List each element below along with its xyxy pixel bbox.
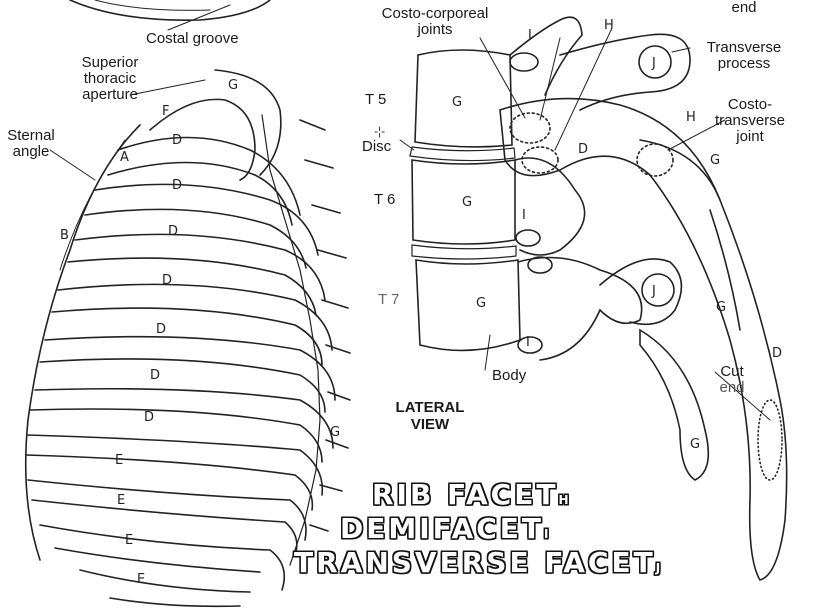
marker-h-2: H	[686, 110, 696, 125]
label-costo-transverse-2: transverse	[700, 113, 800, 129]
marker-i-2: I	[522, 208, 526, 223]
cut-end	[758, 400, 782, 480]
rib-11	[80, 570, 250, 606]
marker-d-1: D	[578, 142, 588, 157]
rib-6	[40, 337, 335, 412]
marker-i-3: I	[526, 335, 530, 350]
label-costo-corporeal-2: joints	[370, 22, 500, 38]
rib-9	[28, 480, 306, 552]
label-view: VIEW	[380, 417, 480, 433]
label-sternal-angle-2: angle	[0, 144, 62, 160]
marker-a: A	[120, 150, 129, 165]
label-costo-transverse-3: joint	[700, 129, 800, 145]
label-t7: T 7	[378, 292, 399, 308]
marker-b: B	[60, 228, 69, 243]
marker-e-4: E	[137, 572, 145, 587]
label-costo-corporeal: Costo-corporeal	[370, 6, 500, 22]
vertebra-t5	[415, 50, 512, 147]
disc	[410, 147, 515, 161]
title-demifacet: DEMIFACETI	[340, 512, 548, 545]
label-end-top: end	[694, 0, 794, 16]
marker-g-6: G	[690, 437, 700, 452]
label-transverse-process: Transverse	[694, 40, 794, 56]
disc-marker-icon: -¦-	[374, 124, 385, 138]
rib-3	[85, 184, 318, 268]
marker-g-3: G	[476, 296, 486, 311]
label-transverse-process-2: process	[694, 56, 794, 72]
label-t5: T 5	[365, 92, 386, 108]
label-body: Body	[492, 368, 526, 384]
marker-d-4: D	[172, 178, 182, 193]
marker-g-2: G	[462, 195, 472, 210]
marker-g-4: G	[710, 153, 720, 168]
label-lateral: LATERAL	[380, 400, 480, 416]
marker-d-3: D	[172, 133, 182, 148]
demifacet-top	[510, 53, 538, 71]
label-cut-end: Cut	[702, 364, 762, 380]
marker-g-8: G	[330, 425, 340, 440]
marker-d-7: D	[156, 322, 166, 337]
rib-cage	[26, 70, 350, 606]
rib-4	[68, 234, 325, 315]
label-costo-transverse: Costo-	[700, 97, 800, 113]
marker-d-8: D	[150, 368, 160, 383]
marker-j-1: J	[652, 56, 656, 71]
marker-d-2: D	[772, 346, 782, 361]
rib-5	[52, 284, 332, 365]
marker-g-5: G	[716, 300, 726, 315]
rib-7	[30, 389, 333, 462]
marker-d-5: D	[168, 224, 178, 239]
title-rib-facet: RIB FACETH	[372, 478, 568, 511]
label-t6: T 6	[374, 192, 395, 208]
marker-i-1: I	[528, 28, 532, 43]
label-costal-groove: Costal groove	[146, 31, 239, 47]
rib-10	[40, 525, 284, 590]
label-disc: Disc	[362, 139, 391, 155]
marker-e-2: E	[117, 493, 125, 508]
title-transverse-facet: TRANSVERSE FACETJ	[294, 546, 660, 579]
marker-h-1: H	[604, 18, 614, 33]
marker-d-9: D	[144, 410, 154, 425]
marker-j-2: J	[652, 284, 656, 299]
vertebra-t7	[416, 260, 520, 350]
marker-f: F	[162, 104, 169, 119]
costo-corporeal-facet-1	[510, 113, 550, 143]
label-superior-thoracic-aperture-3: aperture	[60, 87, 160, 103]
label-superior-thoracic-aperture: Superior	[60, 55, 160, 71]
vertebral-column	[410, 17, 690, 360]
marker-g-7: G	[228, 78, 238, 93]
costo-transverse-facet	[637, 144, 673, 176]
label-superior-thoracic-aperture-2: thoracic	[60, 71, 160, 87]
label-sternal-angle: Sternal	[0, 128, 62, 144]
marker-e-1: E	[115, 453, 123, 468]
label-cut-end-2: end	[702, 380, 762, 396]
marker-d-6: D	[162, 273, 172, 288]
marker-e-3: E	[125, 533, 133, 548]
marker-g-1: G	[452, 95, 462, 110]
